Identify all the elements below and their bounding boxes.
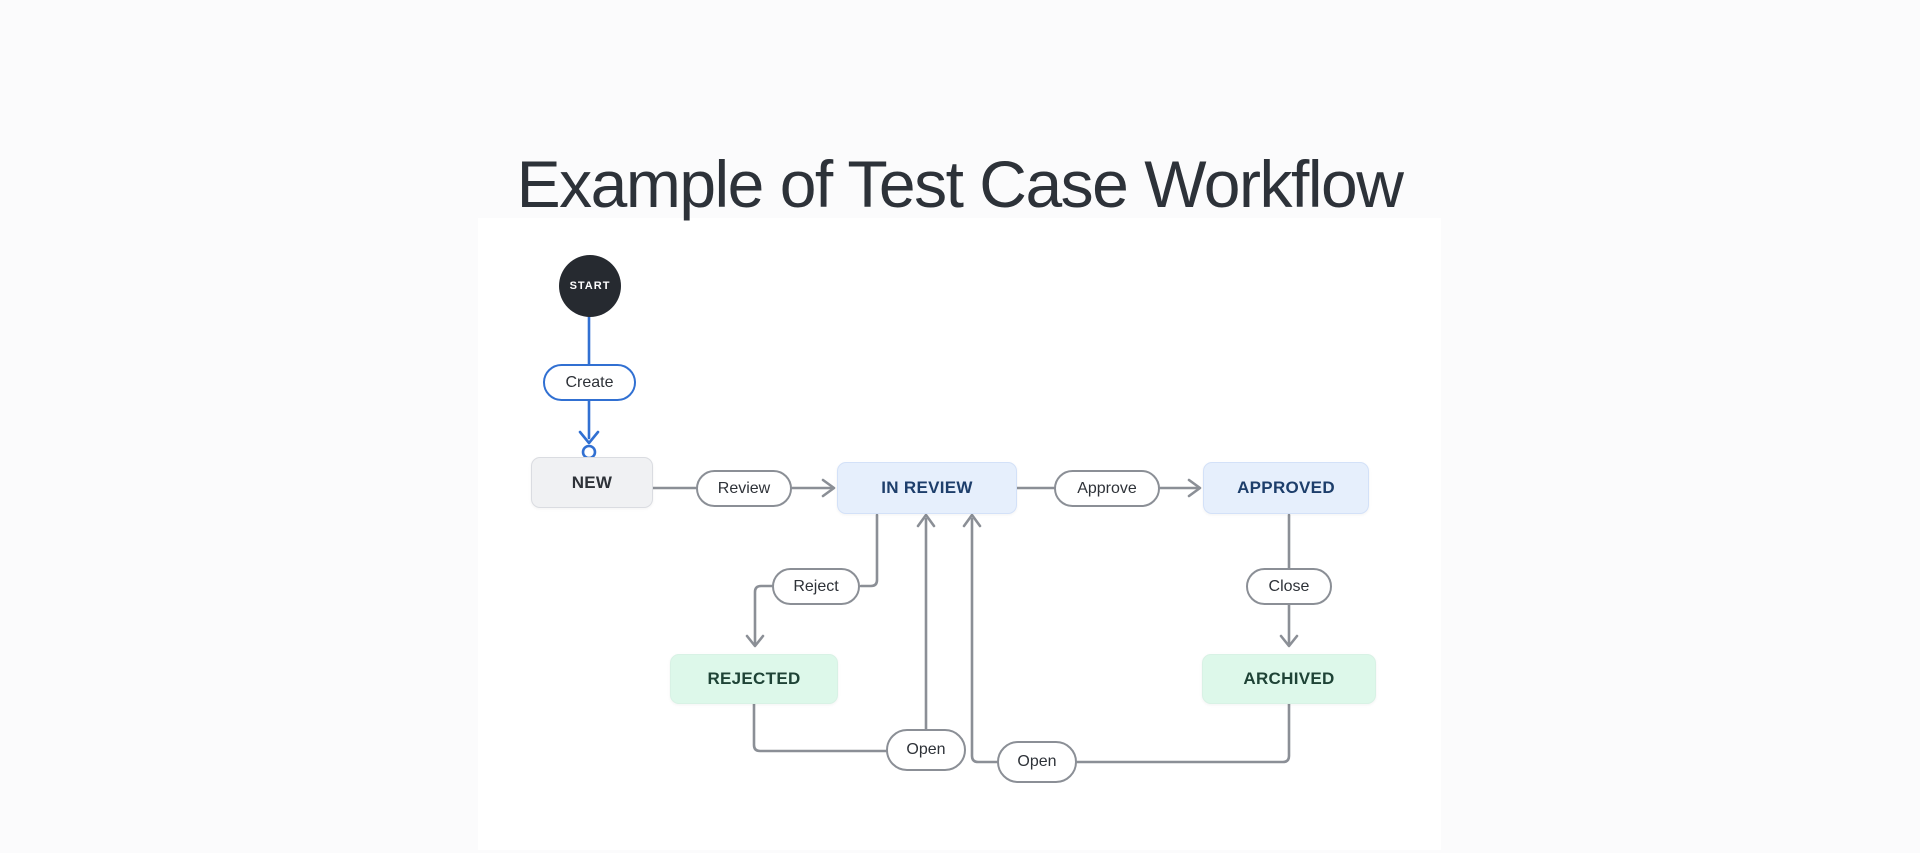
transition-approve: Approve — [1054, 470, 1160, 507]
state-in-review: IN REVIEW — [837, 462, 1017, 514]
page-title: Example of Test Case Workflow — [516, 147, 1404, 222]
transition-review: Review — [696, 470, 792, 507]
transition-reject: Reject — [772, 568, 860, 605]
state-archived: ARCHIVED — [1202, 654, 1376, 704]
transition-create: Create — [543, 364, 636, 401]
state-new: NEW — [531, 457, 653, 508]
transition-open-from-archived: Open — [997, 741, 1077, 783]
state-approved: APPROVED — [1203, 462, 1369, 514]
start-node: START — [559, 255, 621, 317]
state-rejected: REJECTED — [670, 654, 838, 704]
transition-close: Close — [1246, 568, 1332, 605]
transition-open-from-rejected: Open — [886, 729, 966, 771]
